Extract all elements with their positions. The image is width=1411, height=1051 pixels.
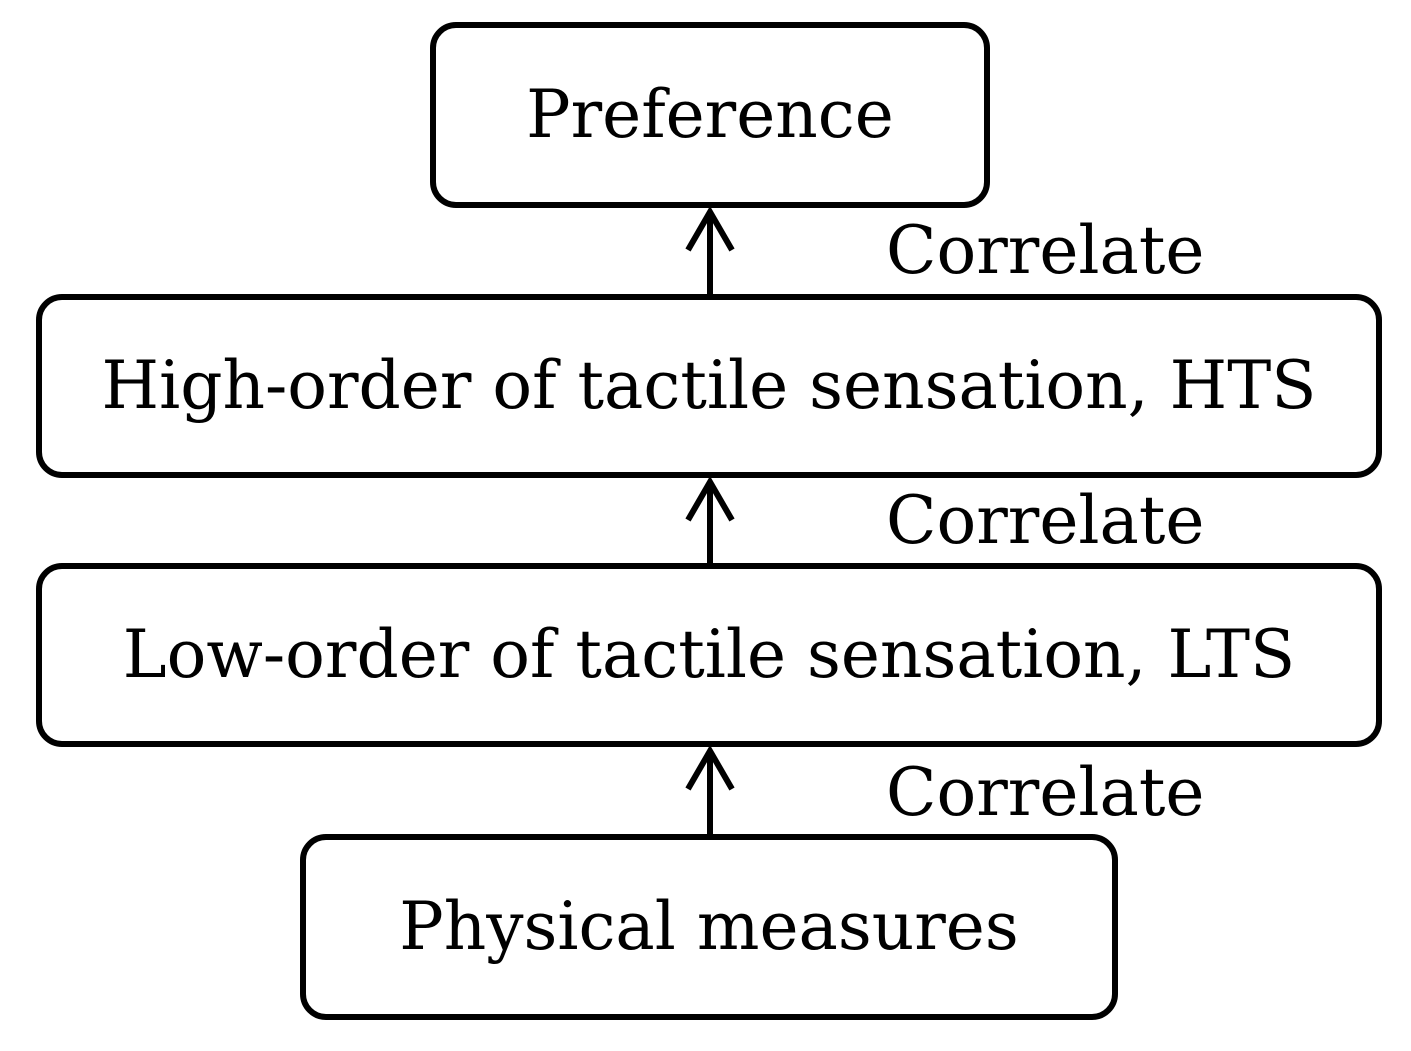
lts-label: Low-order of tactile sensation, LTS — [122, 616, 1296, 693]
hts-box: High-order of tactile sensation, HTS — [36, 294, 1382, 478]
physical-measures-box: Physical measures — [300, 834, 1118, 1020]
preference-label: Preference — [526, 76, 894, 153]
arrow-lts-to-hts — [685, 476, 735, 563]
arrow-hts-to-preference — [685, 206, 735, 294]
arrow-physical-to-lts — [685, 745, 735, 834]
correlate-label-physical-lts: Correlate — [886, 754, 1205, 831]
correlate-label-lts-hts: Correlate — [886, 482, 1205, 559]
physical-measures-label: Physical measures — [399, 888, 1019, 965]
correlate-label-hts-preference: Correlate — [886, 212, 1205, 289]
preference-box: Preference — [430, 22, 990, 208]
hts-label: High-order of tactile sensation, HTS — [101, 347, 1317, 424]
lts-box: Low-order of tactile sensation, LTS — [36, 563, 1382, 747]
